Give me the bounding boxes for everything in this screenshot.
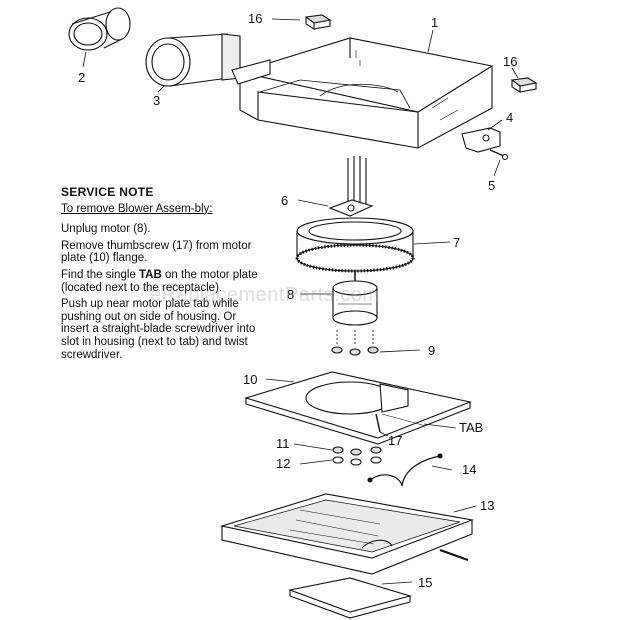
step-3-text-b: on the motor plate (located next to the … — [61, 268, 258, 294]
step-3-text-a: Find the single — [61, 268, 139, 281]
callout-16-top: 16 — [248, 11, 262, 26]
callout-17: 17 — [388, 433, 402, 448]
callout-12: 12 — [276, 456, 290, 471]
part-6-mount — [328, 199, 374, 217]
callout-8: 8 — [287, 287, 294, 302]
motor-mount-rods — [347, 156, 367, 206]
callout-tab: TAB — [459, 420, 483, 435]
service-note-step-2: Remove thumbscrew (17) from motor plate … — [61, 239, 252, 265]
part-14-wire — [367, 453, 443, 487]
part-2-duct-ring — [68, 7, 131, 51]
part-17-thumbscrew — [375, 413, 381, 433]
part-10-motor-plate — [244, 371, 472, 445]
callout-15: 15 — [418, 575, 432, 590]
part-9-nuts — [331, 330, 379, 356]
callout-5: 5 — [488, 178, 495, 193]
callout-11: 11 — [276, 436, 290, 451]
service-note-step-3: Find the single TAB on the motor plate (… — [61, 269, 261, 294]
callout-6: 6 — [281, 193, 288, 208]
part-3-duct-connector — [145, 33, 241, 87]
part-5-screw — [489, 149, 509, 161]
service-note-step-1: Unplug motor (8). — [61, 223, 151, 236]
callout-3: 3 — [153, 93, 160, 108]
service-note: SERVICE NOTE To remove Blower Assem-bly:… — [61, 186, 261, 365]
part-8-motor — [332, 270, 378, 326]
callout-14: 14 — [462, 462, 476, 477]
callout-9: 9 — [428, 343, 435, 358]
callout-2: 2 — [78, 70, 85, 85]
part-15-lens — [287, 577, 413, 619]
callout-labels: 16 1 2 3 16 4 5 6 7 8 9 10 11 12 TAB 17 … — [78, 11, 517, 590]
callout-16-right: 16 — [503, 54, 517, 69]
service-note-step-4: Push up near motor plate tab while pushi… — [61, 298, 256, 361]
part-11-12-fasteners — [332, 446, 382, 466]
part-7-blower-wheel — [295, 217, 415, 273]
callout-7: 7 — [453, 235, 460, 250]
callout-1: 1 — [431, 15, 438, 30]
step-3-tab-bold: TAB — [139, 268, 162, 281]
part-4-bracket — [461, 127, 501, 153]
part-13-grille — [219, 493, 475, 575]
part-16-clip-right — [510, 77, 538, 93]
part-1-housing — [231, 37, 494, 149]
leader-lines — [82, 18, 519, 585]
part-16-clip-top — [304, 14, 332, 30]
callout-4: 4 — [506, 110, 513, 125]
callout-13: 13 — [480, 498, 494, 513]
watermark: eReplacementParts.com — [150, 284, 380, 306]
service-note-subtitle: To remove Blower Assem-bly: — [61, 202, 213, 215]
callout-10: 10 — [243, 372, 257, 387]
service-note-title: SERVICE NOTE — [61, 185, 154, 199]
